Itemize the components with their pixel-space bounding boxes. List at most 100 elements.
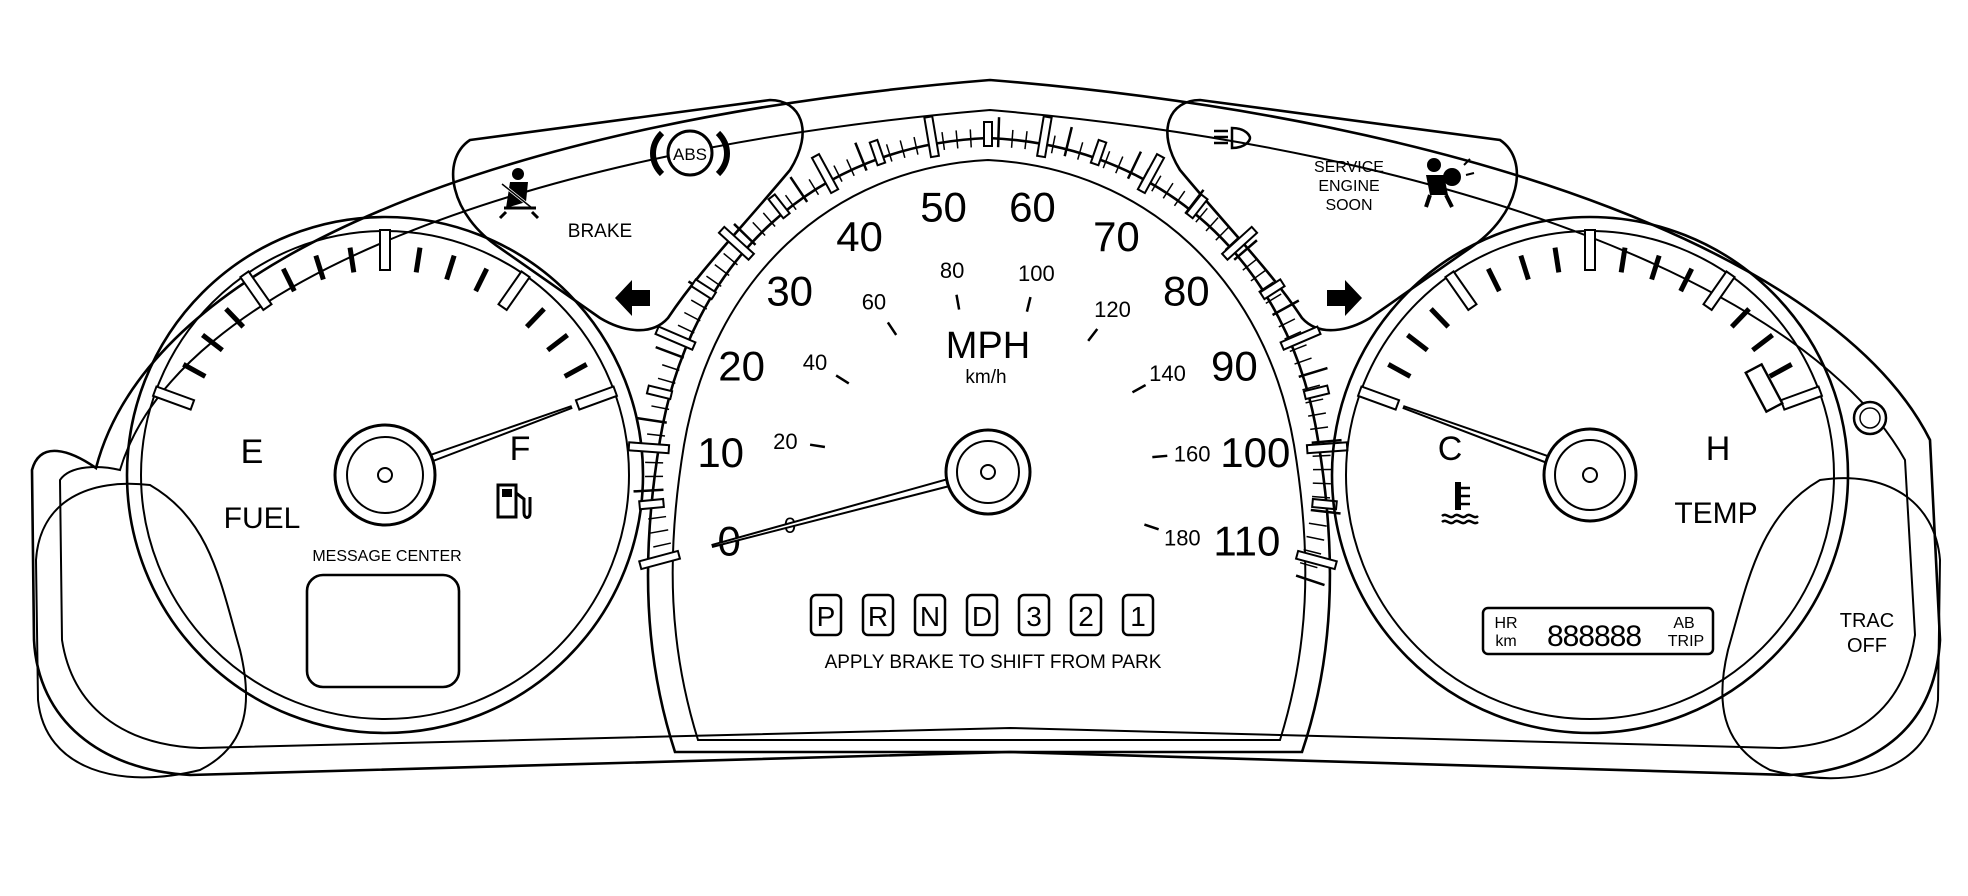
kmh-tick	[633, 488, 664, 493]
kmh-tick	[1265, 293, 1282, 304]
fuel-minor-tick	[546, 333, 569, 353]
mph-label: 50	[920, 184, 967, 231]
fuel-label: FUEL	[224, 502, 301, 535]
mph-label: 110	[1213, 517, 1280, 564]
fuel-minor-tick	[224, 307, 246, 329]
kmh-label: 180	[1164, 525, 1201, 550]
kmh-tick	[1010, 129, 1014, 148]
kmh-tick	[1024, 131, 1028, 150]
mph-tick	[1279, 325, 1322, 352]
mph-tick	[717, 225, 756, 262]
odometer-trip-label: TRIP	[1668, 633, 1704, 650]
kmh-tick	[1115, 156, 1124, 174]
abs-label: ABS	[673, 145, 707, 164]
mph-tick	[983, 121, 993, 147]
kmh-tick	[913, 136, 919, 155]
gear-box-2: 2	[1069, 593, 1103, 637]
temp-cold-label: C	[1438, 430, 1463, 468]
temp-minor-tick	[1429, 307, 1451, 329]
temp-hot-label: H	[1706, 430, 1731, 468]
fuel-minor-tick	[347, 247, 357, 273]
temp-minor-tick	[1649, 254, 1662, 281]
speedometer-ticks	[627, 115, 1349, 587]
gear-box-p: P	[809, 593, 843, 637]
kmh-tick	[1271, 299, 1300, 317]
mph-tick	[1220, 225, 1259, 262]
kmh-tick	[645, 461, 664, 464]
kmh-tick	[706, 275, 722, 287]
kmh-tick	[1102, 151, 1111, 169]
mph-tick	[1136, 152, 1166, 195]
kmh-tick	[655, 345, 685, 359]
mph-label: 100	[1220, 429, 1290, 476]
kmh-tick	[651, 405, 670, 411]
kmh-label: 40	[803, 350, 827, 375]
temp-gauge-ticks	[1356, 229, 1824, 411]
kmh-tick	[733, 223, 757, 246]
mph-tick	[1302, 384, 1331, 401]
mph-tick	[690, 278, 718, 301]
speedometer-mph-labels: 0102030405060708090100110	[697, 184, 1290, 565]
gear-box-d: D	[965, 593, 999, 637]
temp-hot-zone	[1744, 362, 1784, 414]
odometer-display: HR km 888888 AB TRIP	[1481, 606, 1715, 656]
temp-minor-tick	[1406, 333, 1429, 353]
mph-tick	[1294, 549, 1338, 571]
trac-off-line2: OFF	[1847, 635, 1887, 657]
temp-minor-tick	[1729, 307, 1751, 329]
fuel-major-tick	[497, 270, 532, 312]
right-telltale-pod: SERVICE ENGINE SOON	[1166, 98, 1519, 332]
gear-label: 3	[1026, 601, 1042, 632]
mph-label: 80	[1163, 268, 1210, 315]
gear-box-r: R	[861, 593, 895, 637]
mph-label: 90	[1211, 343, 1258, 390]
kmh-label: 100	[1018, 261, 1055, 286]
gear-box-1: 1	[1121, 593, 1155, 637]
temp-minor-tick	[1518, 254, 1531, 281]
kmh-tick	[1233, 239, 1258, 261]
kmh-tick	[833, 165, 843, 182]
mph-label: 60	[1009, 184, 1056, 231]
kmh-tick	[1151, 175, 1162, 192]
mph-tick	[627, 441, 671, 455]
shift-message: APPLY BRAKE TO SHIFT FROM PARK	[825, 652, 1162, 673]
abs-warning-icon: ABS	[650, 129, 730, 177]
odometer-unit-km: km	[1495, 633, 1516, 650]
temp-minor-tick	[1678, 267, 1694, 293]
kmh-tick	[1306, 535, 1325, 541]
kmh-tick	[1294, 357, 1312, 365]
fuel-minor-tick	[281, 267, 297, 293]
gear-label: 2	[1078, 601, 1094, 632]
kmh-tick	[1242, 258, 1258, 271]
fuel-major-tick	[151, 385, 196, 411]
temp-major-tick	[1702, 270, 1737, 312]
kmh-tick	[1195, 207, 1208, 223]
temp-minor-tick	[1618, 247, 1628, 273]
mph-label: 30	[766, 268, 813, 315]
kmh-label: 20	[773, 429, 797, 454]
kmh-inner-tick	[1131, 383, 1147, 394]
kmh-tick	[969, 129, 972, 148]
temp-major-tick	[1584, 229, 1596, 271]
odometer-digits: 888888	[1547, 620, 1641, 653]
kmh-tick	[1258, 281, 1274, 293]
kmh-tick	[1303, 548, 1322, 555]
kmh-label: 120	[1094, 297, 1131, 322]
gear-label: 1	[1130, 601, 1146, 632]
kmh-tick	[1215, 226, 1229, 241]
speedometer: 0102030405060708090100110 02040608010012…	[627, 115, 1349, 754]
kmh-tick	[1311, 438, 1342, 445]
mph-tick	[767, 193, 792, 220]
kmh-tick	[714, 263, 730, 277]
kmh-tick	[1312, 482, 1331, 485]
kmh-tick	[854, 142, 868, 172]
speedometer-unit-mph: MPH	[946, 325, 1030, 367]
kmh-tick	[1250, 269, 1266, 282]
gear-label: N	[920, 601, 940, 632]
kmh-tick	[1305, 398, 1324, 404]
message-center-display	[305, 573, 461, 689]
cluster-housing	[30, 78, 1942, 780]
fuel-minor-tick	[182, 362, 207, 379]
temp-minor-tick	[1751, 333, 1774, 353]
fuel-minor-tick	[524, 307, 546, 329]
